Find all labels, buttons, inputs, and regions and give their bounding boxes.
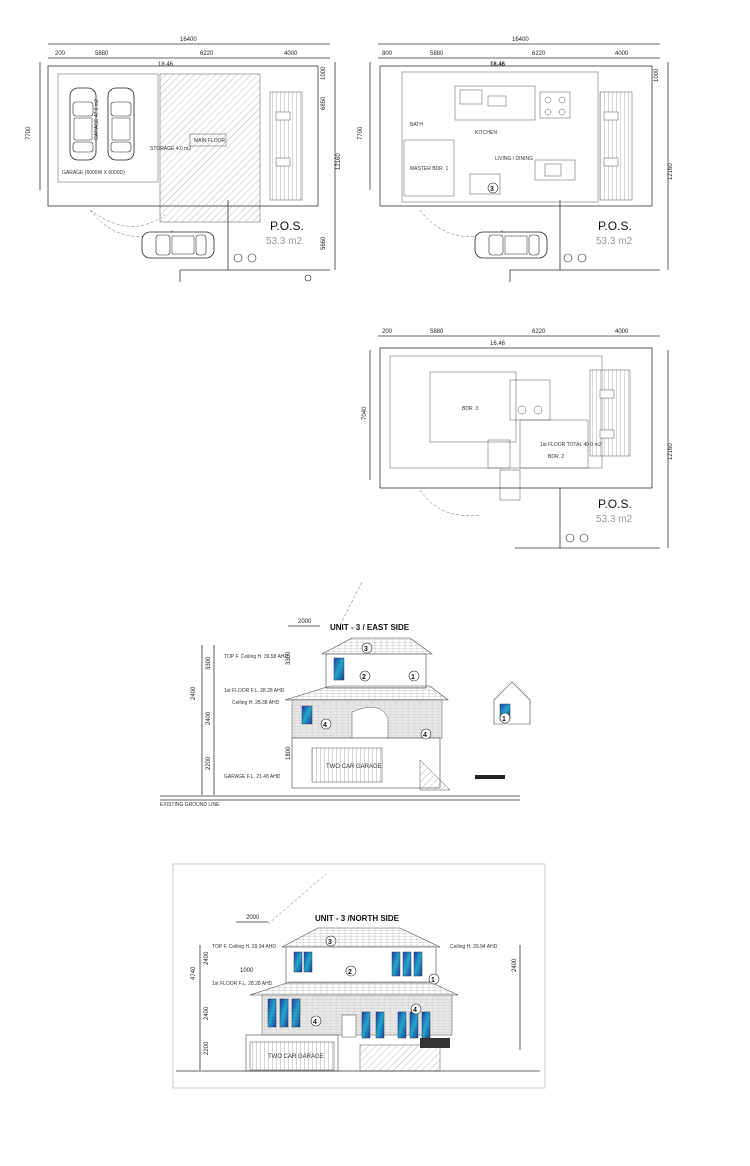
east-marker-3: 3 — [364, 646, 368, 653]
plan1-pos-label: P.O.S. — [270, 219, 304, 233]
plan2-seg1: 5880 — [430, 51, 444, 57]
plan2-pos-label: P.O.S. — [598, 219, 632, 233]
plan1-seg2: 6220 — [200, 51, 214, 57]
main-floor-label: MAIN FLOOR — [194, 138, 226, 144]
plan1-right-top: 1000 — [321, 66, 327, 80]
north-vdim-6: 2400 — [512, 958, 518, 972]
north-vdim-3: 2400 — [204, 1006, 210, 1020]
east-level-2: 1st FLOOR F.L. 28.28 AHD — [224, 688, 285, 694]
east-vdim-4: 2200 — [206, 756, 212, 770]
north-vdim-2: 2400 — [204, 951, 210, 965]
plan2-pos-area: 53.3 m2 — [596, 236, 633, 247]
plan2-side-dim1: 7700 — [358, 126, 364, 140]
east-marker-2: 2 — [362, 674, 366, 681]
plan2-marker-3: 3 — [490, 186, 494, 193]
plan3-pos-area: 53.3 m2 — [596, 514, 633, 525]
east-top-dim: 2000 — [298, 619, 312, 625]
east-vdim-2: 3300 — [206, 656, 212, 670]
plan1-overall-dim: 16400 — [180, 37, 197, 43]
plan3-seg3: 4000 — [615, 329, 629, 335]
garage-area-label: GARAGE 47.6 m2 — [94, 99, 100, 140]
upper-floor-plan: 200 5880 6220 4000 16.46 7040 12160 BDR.… — [362, 329, 674, 549]
east-marker-1b: 1 — [502, 716, 506, 723]
master-bedroom-label: MASTER BDR. 1 — [410, 166, 449, 172]
plan2-seg2: 6220 — [532, 51, 546, 57]
east-elevation-title: UNIT - 3 / EAST SIDE — [330, 623, 410, 632]
plan3-seg1: 5880 — [430, 329, 444, 335]
north-top-dim: 2000 — [246, 915, 260, 921]
north-level-3: Ceiling H. 29.94 AHD — [450, 944, 498, 950]
east-elevation: UNIT - 3 / EAST SIDE 2000 2400 3300 2400… — [160, 581, 531, 808]
east-marker-4b: 4 — [423, 732, 427, 739]
east-level-1: TOP F. Ceiling H. 39.58 AHD — [224, 654, 288, 660]
plan3-side-dim2: 12160 — [668, 443, 674, 460]
plan2-side-dim2: 12160 — [668, 163, 674, 180]
plan1-seg1: 5880 — [95, 51, 109, 57]
plan1-side-dim3: 12160 — [336, 153, 342, 170]
north-marker-4b: 4 — [413, 1007, 417, 1014]
bedroom3-label: BDR. 3 — [462, 406, 478, 412]
north-elevation: UNIT - 3 /NORTH SIDE 2000 4740 2400 2400… — [172, 863, 546, 1089]
garage-label: GARAGE (6000W X 6000D) — [62, 170, 125, 176]
plan3-side-dim1: 7040 — [362, 406, 368, 420]
driveway-car — [141, 231, 215, 259]
east-garage-label: TWO CAR GARAGE — [326, 764, 382, 770]
plan1-left-dim: 200 — [55, 51, 66, 57]
north-vdim-4: 2200 — [204, 1041, 210, 1055]
bath-label: BATH — [410, 122, 423, 128]
north-marker-1: 1 — [431, 977, 435, 984]
east-vdim-5: 3300 — [286, 651, 292, 665]
plan2-left-dim: 800 — [382, 51, 393, 57]
north-elevation-title: UNIT - 3 /NORTH SIDE — [315, 914, 400, 923]
living-label: LIVING / DINING — [495, 156, 533, 162]
plan2-right-top: 1000 — [654, 68, 660, 82]
kitchen-label: KITCHEN — [475, 130, 497, 136]
east-vdim-6: 1800 — [286, 746, 292, 760]
east-level-4: GARAGE F.L. 21.48 AHD — [224, 774, 281, 780]
north-marker-3: 3 — [328, 939, 332, 946]
plan2-overall-dim: 16400 — [512, 37, 529, 43]
north-level-2: 1st FLOOR F.L. 28.28 AHD — [212, 981, 273, 987]
plan3-setback: 16.46 — [490, 341, 506, 347]
plan2-seg3: 4000 — [615, 51, 629, 57]
upper-total-label: 1st FLOOR TOTAL 40.0 m2 — [540, 442, 602, 448]
plan2-driveway-car — [474, 231, 548, 259]
east-level-3: Ceiling H. 28.38 AHD — [232, 700, 280, 706]
east-ground-line: EXISTING GROUND LINE — [160, 802, 220, 808]
first-floor-plan: 16400 800 5880 6220 4000 18.46 7700 1216… — [358, 37, 674, 282]
east-vdim-1: 2400 — [191, 686, 197, 700]
north-marker-4a: 4 — [313, 1019, 317, 1026]
parked-car-left — [69, 87, 97, 161]
plan3-seg2: 6220 — [532, 329, 546, 335]
plan1-setback: 18.46 — [158, 62, 174, 68]
plan2-setback: 18.46 — [490, 62, 506, 68]
plan1-pos-area: 53.3 m2 — [266, 236, 303, 247]
parked-car-right — [107, 87, 135, 161]
north-vdim-1: 4740 — [191, 966, 197, 980]
east-marker-1: 1 — [411, 674, 415, 681]
storage-label: STORAGE 4.0 m2 — [150, 146, 191, 152]
plan3-pos-label: P.O.S. — [598, 497, 632, 511]
plan1-seg3: 4000 — [284, 51, 298, 57]
plan1-side-dim2: 6850 — [321, 96, 327, 110]
north-level-1: TOP F. Ceiling H. 29.94 AHD — [212, 944, 276, 950]
plan1-side-dim4: 5660 — [321, 236, 327, 250]
plan3-left-dim: 200 — [382, 329, 393, 335]
east-marker-4a: 4 — [323, 722, 327, 729]
ground-floor-plan: 16400 200 5880 6220 4000 18.46 7700 6850… — [26, 37, 342, 282]
north-vdim-5: 1000 — [240, 968, 254, 974]
bedroom2-label: BDR. 2 — [548, 454, 564, 460]
plan1-side-dim1: 7700 — [26, 126, 32, 140]
east-vdim-3: 2400 — [206, 711, 212, 725]
north-garage-label: TWO CAR GARAGE — [268, 1054, 324, 1060]
north-marker-2: 2 — [348, 969, 352, 976]
